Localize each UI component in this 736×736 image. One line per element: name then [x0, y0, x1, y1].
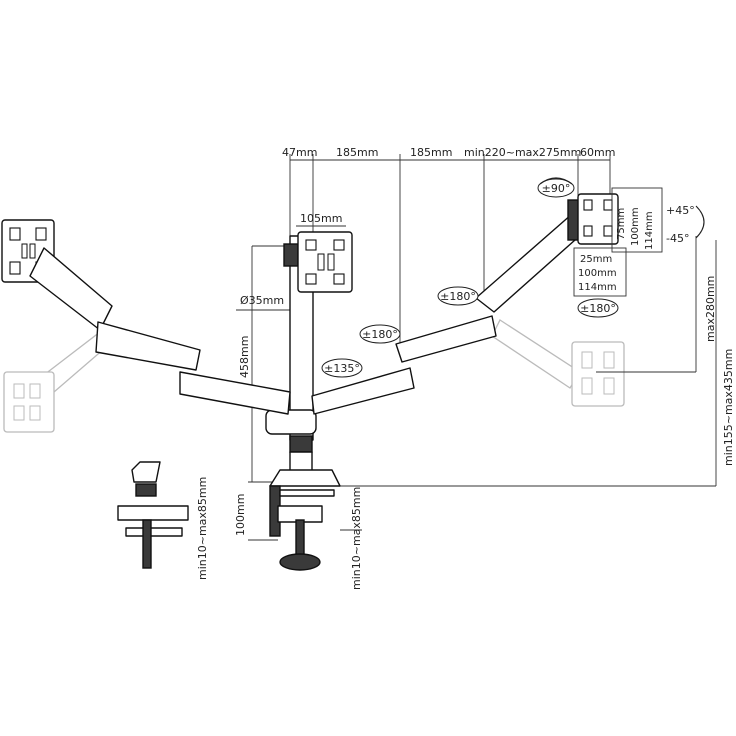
rotation-135-label: ±135° [324, 362, 360, 375]
dim-clamp-main-label: min10~max85mm [350, 487, 363, 590]
ghost-left-arm [3, 331, 114, 433]
dim-47-label: 47mm [282, 146, 317, 159]
center-vesa-plate [297, 231, 353, 293]
dim-vesa-75-h-label: 75mm [616, 208, 627, 240]
rotation-badge-135: ±135° [321, 358, 363, 378]
dimension-labels: 47mm 185mm 185mm min220~max275mm 60mm 10… [196, 146, 735, 590]
rotation-badge-180-right: ±180° [437, 286, 479, 306]
tilt-down-label: -45° [666, 232, 689, 245]
rotation-180-right-label: ±180° [440, 290, 476, 303]
dim-105-label: 105mm [300, 212, 342, 225]
dim-185a-label: 185mm [336, 146, 378, 159]
ghost-right-arm [491, 319, 625, 407]
rotation-90-label: ±90° [542, 182, 571, 195]
rotation-badge-90: ±90° [537, 177, 575, 198]
dim-100-label: 100mm [234, 494, 247, 536]
dim-vesa-100-h-label: 100mm [630, 207, 641, 246]
tilt-up-label: +45° [666, 204, 695, 217]
rotation-180-mid-label: ±180° [362, 328, 398, 341]
dim-vesa-100-w-label: 100mm [578, 268, 617, 279]
dim-range-label: min155~max435mm [722, 349, 735, 466]
left-arm [1, 219, 291, 415]
dim-vesa-114-w-label: 114mm [578, 282, 617, 293]
desk-clamp [269, 469, 341, 571]
dim-vesa-114-h-label: 114mm [644, 211, 655, 250]
dim-clamp-detail-label: min10~max85mm [196, 477, 209, 580]
clamp-detail [117, 461, 189, 569]
dim-min220-label: min220~max275mm [464, 146, 581, 159]
dim-60-label: 60mm [580, 146, 615, 159]
vesa-detail [573, 187, 663, 297]
pole-base-collar [265, 409, 317, 473]
dim-max280-label: max280mm [704, 276, 717, 342]
dim-diameter-label: Ø35mm [240, 294, 284, 307]
rotation-180-plate-label: ±180° [580, 302, 616, 315]
rotation-badge-180-mid: ±180° [359, 324, 401, 344]
rotation-badge-180-plate: ±180° [577, 298, 619, 318]
tilt-indicator: +45° -45° [666, 204, 705, 245]
dim-vesa-75-w-label: 25mm [580, 254, 612, 265]
dim-458-label: 458mm [238, 336, 251, 378]
right-arm [311, 193, 619, 415]
dim-185b-label: 185mm [410, 146, 452, 159]
